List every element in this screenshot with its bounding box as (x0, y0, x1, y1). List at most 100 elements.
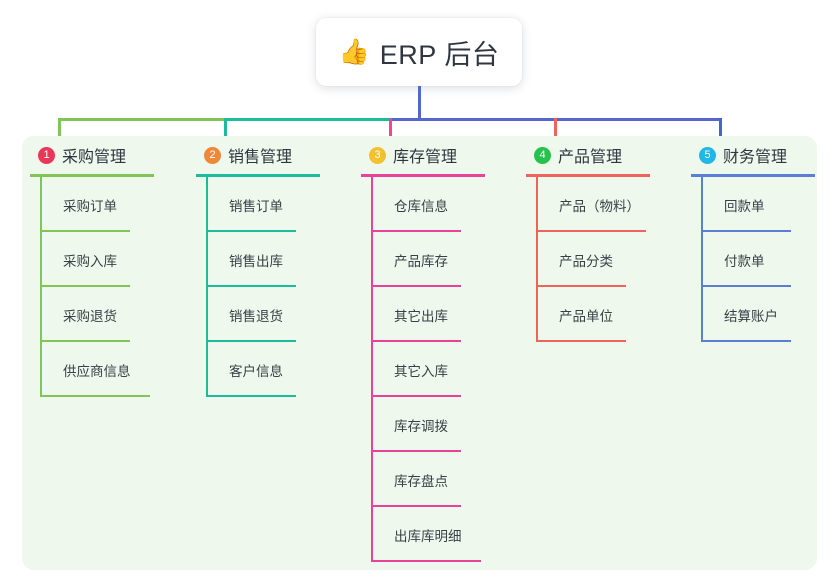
branch-header-rule (526, 174, 650, 177)
branch-number-badge: 2 (204, 146, 221, 164)
branches-panel: 1 采购管理采购订单采购入库采购退货供应商信息 2 销售管理销售订单销售出库销售退货客… (22, 136, 817, 570)
item-spine (701, 287, 703, 342)
item-rule (206, 285, 296, 287)
item-label: 销售退货 (229, 309, 283, 324)
thumbs-up-icon: 👍 (338, 37, 370, 66)
branch-drop-5 (719, 118, 722, 150)
item-label: 产品单位 (559, 309, 613, 324)
item-label: 采购订单 (63, 199, 117, 214)
item-label: 结算账户 (724, 309, 778, 324)
branch-number-badge: 1 (38, 146, 55, 164)
branch-item[interactable]: 结算账户 (701, 287, 809, 342)
branch-header-rule (361, 174, 485, 177)
bus-segment-mid (224, 118, 391, 121)
item-spine (536, 287, 538, 342)
item-spine (536, 232, 538, 287)
branch-item[interactable]: 库存调拨 (371, 397, 479, 452)
item-spine (371, 397, 373, 452)
branch-title: 库存管理 (393, 149, 458, 166)
item-label: 采购入库 (63, 254, 117, 269)
item-spine (40, 287, 42, 342)
item-spine (371, 452, 373, 507)
branch-drop-1 (58, 118, 61, 150)
branch-item[interactable]: 销售订单 (206, 177, 314, 232)
item-label: 付款单 (724, 254, 765, 269)
branch-item[interactable]: 仓库信息 (371, 177, 479, 232)
branch-drop-4 (554, 118, 557, 150)
branch-title: 采购管理 (62, 149, 127, 166)
branch-item[interactable]: 采购入库 (40, 232, 148, 287)
item-rule (371, 340, 461, 342)
branch-item[interactable]: 出库库明细 (371, 507, 497, 562)
item-rule (40, 340, 130, 342)
item-label: 库存调拨 (394, 419, 448, 434)
item-rule (371, 395, 461, 397)
item-label: 采购退货 (63, 309, 117, 324)
branch-item-list: 销售订单销售出库销售退货客户信息 (206, 177, 314, 397)
item-rule (206, 230, 296, 232)
branch-title: 产品管理 (558, 149, 623, 166)
item-spine (40, 177, 42, 232)
branch-number-badge: 5 (699, 146, 716, 164)
branch-column-1: 1 采购管理采购订单采购入库采购退货供应商信息 (22, 136, 187, 397)
root-title: ERP 后台 (379, 39, 500, 70)
branch-item-list: 产品（物料）产品分类产品单位 (536, 177, 662, 342)
branch-item[interactable]: 采购订单 (40, 177, 148, 232)
branch-item[interactable]: 其它出库 (371, 287, 479, 342)
branch-item[interactable]: 付款单 (701, 232, 809, 287)
branch-item[interactable]: 回款单 (701, 177, 809, 232)
item-label: 销售出库 (229, 254, 283, 269)
root-node-card[interactable]: 👍 ERP 后台 (316, 18, 522, 86)
branch-item[interactable]: 产品分类 (536, 232, 644, 287)
item-spine (371, 507, 373, 562)
branch-item[interactable]: 产品（物料） (536, 177, 662, 232)
branch-item[interactable]: 库存盘点 (371, 452, 479, 507)
branch-header-4[interactable]: 4 产品管理 (518, 136, 683, 174)
branch-item[interactable]: 供应商信息 (40, 342, 166, 397)
branch-drop-2 (224, 118, 227, 150)
branch-header-2[interactable]: 2 销售管理 (188, 136, 353, 174)
item-spine (40, 342, 42, 397)
item-label: 仓库信息 (394, 199, 448, 214)
item-rule (371, 505, 461, 507)
item-label: 产品库存 (394, 254, 448, 269)
branch-item[interactable]: 销售出库 (206, 232, 314, 287)
branch-item[interactable]: 其它入库 (371, 342, 479, 397)
item-spine (206, 177, 208, 232)
root-stem (418, 86, 421, 121)
branch-item-list: 采购订单采购入库采购退货供应商信息 (40, 177, 166, 397)
item-label: 其它入库 (394, 364, 448, 379)
branch-item[interactable]: 采购退货 (40, 287, 148, 342)
item-label: 供应商信息 (63, 364, 131, 379)
item-spine (371, 342, 373, 397)
branch-header-rule (691, 174, 815, 177)
branch-header-1[interactable]: 1 采购管理 (22, 136, 187, 174)
item-label: 回款单 (724, 199, 765, 214)
branch-item-list: 回款单付款单结算账户 (701, 177, 809, 342)
item-rule (701, 230, 791, 232)
branch-title: 销售管理 (228, 149, 293, 166)
item-spine (206, 232, 208, 287)
branch-column-4: 4 产品管理产品（物料）产品分类产品单位 (518, 136, 683, 342)
branch-item[interactable]: 产品库存 (371, 232, 479, 287)
branch-column-2: 2 销售管理销售订单销售出库销售退货客户信息 (188, 136, 353, 397)
item-spine (536, 177, 538, 232)
branch-item[interactable]: 客户信息 (206, 342, 314, 397)
item-rule (40, 285, 130, 287)
item-spine (206, 342, 208, 397)
item-rule (701, 340, 791, 342)
item-label: 库存盘点 (394, 474, 448, 489)
item-rule (40, 395, 150, 397)
item-label: 销售订单 (229, 199, 283, 214)
item-rule (206, 395, 296, 397)
item-rule (536, 230, 646, 232)
item-rule (536, 340, 626, 342)
item-rule (206, 340, 296, 342)
branch-number-badge: 4 (534, 146, 551, 164)
branch-item[interactable]: 销售退货 (206, 287, 314, 342)
branch-item[interactable]: 产品单位 (536, 287, 644, 342)
bus-segment-left (58, 118, 226, 121)
